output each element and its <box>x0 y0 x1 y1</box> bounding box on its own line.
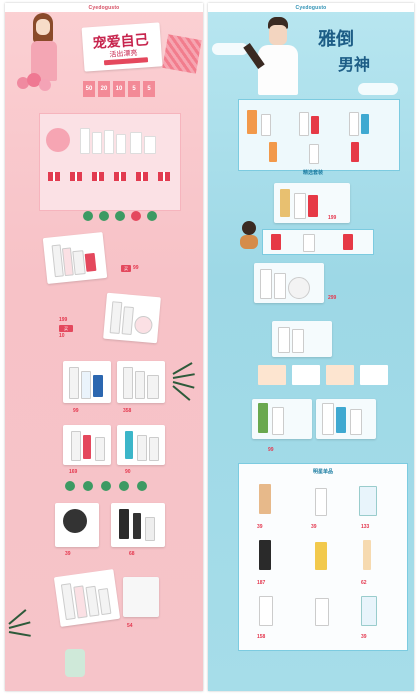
guitar-character-illustration <box>238 221 260 251</box>
price-1: 99 <box>133 265 139 271</box>
gift-box-decor <box>162 34 202 74</box>
blue-product-card-1[interactable] <box>274 183 350 223</box>
single-product-4[interactable] <box>259 540 271 570</box>
coupon-5b[interactable]: 5 <box>143 81 155 97</box>
flower-badge <box>46 128 70 152</box>
gift-set-section <box>39 113 181 211</box>
top-bar: Cyedogusto <box>5 3 203 12</box>
product-card-1[interactable] <box>42 231 108 285</box>
cloud-2 <box>358 83 398 95</box>
price-8: 39 <box>65 551 71 557</box>
price-3: 10 <box>59 333 65 339</box>
blue-tab-3[interactable] <box>326 365 354 385</box>
top-bar-right: Cyedogusto <box>208 3 414 12</box>
single-price-5: 62 <box>361 580 367 586</box>
price-2: 199 <box>59 317 68 323</box>
single-product-1[interactable] <box>259 484 271 514</box>
blue-product-card-4[interactable] <box>252 399 312 439</box>
price-4: 99 <box>73 408 79 414</box>
buy-button-1[interactable]: 买 <box>121 265 131 272</box>
single-price-1: 39 <box>257 524 263 530</box>
gift-box-6[interactable] <box>158 172 170 181</box>
gift-box-3[interactable] <box>92 172 104 181</box>
gift-box-5[interactable] <box>136 172 148 181</box>
product-card-7[interactable] <box>55 503 99 547</box>
blue-product-card-3[interactable] <box>272 321 332 357</box>
featured-singles-section: 明星单品 39 39 133 187 62 158 39 <box>238 463 408 651</box>
blue-tab-4[interactable] <box>360 365 388 385</box>
single-product-8[interactable] <box>315 598 329 626</box>
coupon-50[interactable]: 50 <box>83 81 95 97</box>
blue-coupon-tabs <box>258 365 388 387</box>
hero-man-illustration <box>243 13 308 103</box>
blue-panel: Cyedogusto 雅倒 男神 精选套装 <box>208 3 414 691</box>
brand-logo[interactable]: Cyedogusto <box>88 4 120 11</box>
product-card-6[interactable] <box>117 425 165 465</box>
tab-bar-blue <box>262 229 374 255</box>
blue-tab-1[interactable] <box>258 365 286 385</box>
product-card-9[interactable] <box>53 569 121 627</box>
promo-block-top <box>238 99 400 171</box>
badges-row-2 <box>65 481 165 493</box>
single-product-6[interactable] <box>363 540 371 570</box>
blue-tab-2[interactable] <box>292 365 320 385</box>
single-price-7: 39 <box>361 634 367 640</box>
pink-panel: Cyedogusto 宠爱自己 活出漂亮 50 20 10 5 5 <box>5 3 203 691</box>
single-price-3: 133 <box>361 524 370 530</box>
price-6: 169 <box>69 469 78 475</box>
coupon-20[interactable]: 20 <box>98 81 110 97</box>
single-price-2: 39 <box>311 524 317 530</box>
blue-product-card-2[interactable] <box>254 263 324 303</box>
gift-box-4[interactable] <box>114 172 126 181</box>
single-price-4: 187 <box>257 580 266 586</box>
blue-price-1: 199 <box>328 215 337 221</box>
rose-flowers-decor <box>17 73 57 95</box>
gift-badges-row <box>83 211 173 223</box>
product-card-3[interactable] <box>63 361 111 403</box>
hero-title-right: 雅倒 <box>318 29 354 49</box>
product-card-10[interactable] <box>123 577 159 617</box>
blue-price-3: 99 <box>268 447 274 453</box>
section-title-singles: 明星单品 <box>312 469 333 475</box>
blue-price-2: 299 <box>328 295 337 301</box>
coupon-5a[interactable]: 5 <box>128 81 140 97</box>
single-product-2[interactable] <box>315 488 327 516</box>
hero-title-card: 宠爱自己 活出漂亮 <box>81 22 163 72</box>
gift-box-1[interactable] <box>48 172 60 181</box>
blue-product-card-5[interactable] <box>316 399 376 439</box>
single-price-6: 158 <box>257 634 266 640</box>
bottom-product-decor <box>65 649 85 677</box>
hero-subtitle-right: 男神 <box>338 57 371 74</box>
product-card-8[interactable] <box>111 503 165 547</box>
coupon-row: 50 20 10 5 5 <box>83 81 163 99</box>
section-title-featured: 精选套装 <box>302 170 323 176</box>
single-product-7[interactable] <box>259 596 273 626</box>
gift-box-2[interactable] <box>70 172 82 181</box>
single-product-3[interactable] <box>359 486 377 516</box>
product-card-5[interactable] <box>63 425 111 465</box>
cloud-1 <box>212 43 248 55</box>
price-10: 54 <box>127 623 133 629</box>
price-5: 358 <box>123 408 132 414</box>
product-card-4[interactable] <box>117 361 165 403</box>
brand-logo-right[interactable]: Cyedogusto <box>295 4 327 11</box>
buy-button-2[interactable]: 买 <box>59 325 73 332</box>
price-9: 68 <box>129 551 135 557</box>
single-product-9[interactable] <box>361 596 377 626</box>
product-card-2[interactable] <box>103 292 161 344</box>
price-7: 90 <box>125 469 131 475</box>
single-product-5[interactable] <box>315 542 327 570</box>
coupon-10[interactable]: 10 <box>113 81 125 97</box>
